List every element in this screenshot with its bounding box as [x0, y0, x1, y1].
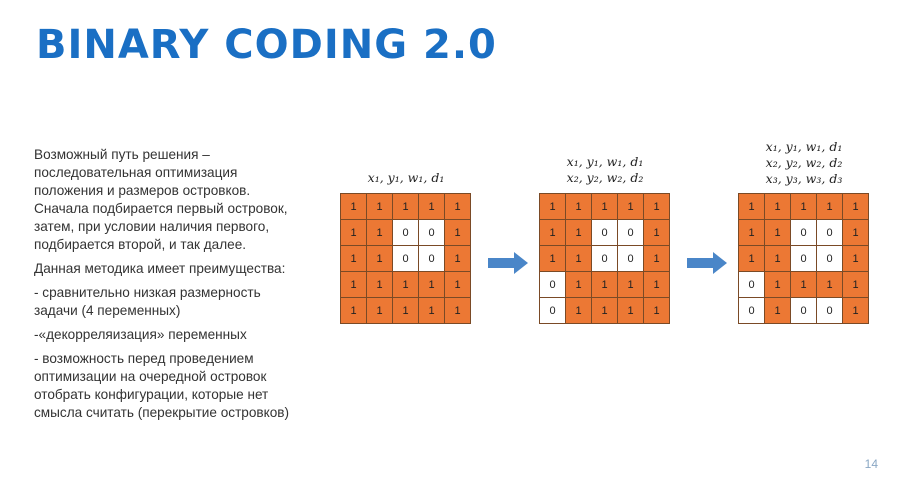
grid-cell: 1	[843, 246, 869, 272]
grid-cell: 0	[618, 246, 644, 272]
grid-cell: 0	[817, 220, 843, 246]
page-number: 14	[864, 457, 878, 471]
grid-cell: 1	[445, 272, 471, 298]
grid-cell: 0	[791, 246, 817, 272]
grid-cell: 1	[644, 272, 670, 298]
grid-cell: 1	[765, 246, 791, 272]
grid-cell: 1	[817, 194, 843, 220]
grid-cell: 0	[540, 298, 566, 324]
grid-cell: 1	[367, 298, 393, 324]
grid-3-label-3: x₃, y₃, w₃, d₃	[765, 171, 843, 186]
paragraph-advantages: Данная методика имеет преимущества:	[34, 261, 286, 276]
grid-cell: 1	[592, 298, 618, 324]
grid-cell: 1	[445, 220, 471, 246]
grid-cell: 1	[540, 246, 566, 272]
grid-3-labels: x₁, y₁, w₁, d₁ x₂, y₂, w₂, d₂ x₃, y₃, w₃…	[738, 139, 870, 187]
grid-cell: 1	[566, 246, 592, 272]
grid-cell: 0	[791, 298, 817, 324]
grid-cell: 1	[592, 272, 618, 298]
grid-2-labels: x₁, y₁, w₁, d₁ x₂, y₂, w₂, d₂	[539, 154, 671, 186]
grid-3-label-2: x₂, y₂, w₂, d₂	[765, 155, 843, 170]
grid-cell: 1	[393, 194, 419, 220]
grid-cell: 0	[817, 298, 843, 324]
grid-cell: 0	[618, 220, 644, 246]
grid-cell: 1	[791, 194, 817, 220]
grid-1-label-1: x₁, y₁, w₁, d₁	[367, 170, 445, 185]
grid-cell: 1	[445, 194, 471, 220]
grid-cell: 1	[843, 298, 869, 324]
arrow-right-icon	[687, 252, 727, 274]
paragraph-advantage-1: - сравнительно низкая размерность задачи…	[34, 285, 261, 318]
grid-cell: 1	[367, 272, 393, 298]
grid-cell: 0	[739, 272, 765, 298]
grid-cell: 1	[592, 194, 618, 220]
grid-cell: 1	[367, 220, 393, 246]
grid-cell: 0	[791, 220, 817, 246]
grid-cell: 1	[739, 220, 765, 246]
grid-cell: 1	[765, 194, 791, 220]
grid-cell: 1	[644, 220, 670, 246]
grid-cell: 0	[540, 272, 566, 298]
grid-cell: 1	[393, 272, 419, 298]
arrow-right-icon	[488, 252, 528, 274]
grid-cell: 1	[419, 298, 445, 324]
grid-cell: 1	[765, 298, 791, 324]
grid-2-label-1: x₁, y₁, w₁, d₁	[566, 154, 644, 169]
description-text: Возможный путь решения – последовательна…	[34, 146, 302, 428]
paragraph-intro: Возможный путь решения – последовательна…	[34, 147, 288, 252]
grid-cell: 1	[618, 194, 644, 220]
grid-cell: 0	[739, 298, 765, 324]
grid-cell: 1	[445, 246, 471, 272]
grid-cell: 1	[644, 246, 670, 272]
grid-cell: 1	[644, 194, 670, 220]
grid-3-label-1: x₁, y₁, w₁, d₁	[765, 139, 843, 154]
grid-cell: 1	[843, 220, 869, 246]
grid-cell: 1	[341, 220, 367, 246]
grid-cell: 1	[419, 272, 445, 298]
grid-cell: 1	[739, 194, 765, 220]
grid-cell: 1	[393, 298, 419, 324]
grid-cell: 1	[419, 194, 445, 220]
grid-cell: 0	[817, 246, 843, 272]
grid-cell: 1	[341, 246, 367, 272]
grid-cell: 1	[341, 298, 367, 324]
grid-cell: 1	[618, 298, 644, 324]
grid-cell: 1	[367, 246, 393, 272]
grid-cell: 1	[817, 272, 843, 298]
grid-cell: 1	[765, 272, 791, 298]
grid-cell: 0	[419, 246, 445, 272]
grid-cell: 1	[765, 220, 791, 246]
grid-cell: 1	[540, 220, 566, 246]
grid-cell: 1	[341, 194, 367, 220]
grid-cell: 0	[393, 246, 419, 272]
grid-cell: 1	[341, 272, 367, 298]
paragraph-advantage-2: -«декорреляизация» переменных	[34, 327, 247, 342]
grid-cell: 0	[592, 246, 618, 272]
grid-cell: 1	[843, 272, 869, 298]
grid-cell: 1	[566, 298, 592, 324]
grid-cell: 1	[644, 298, 670, 324]
grid-2-label-2: x₂, y₂, w₂, d₂	[566, 170, 644, 185]
grid-cell: 1	[367, 194, 393, 220]
grid-cell: 0	[592, 220, 618, 246]
grid-cell: 1	[566, 272, 592, 298]
grid-cell: 1	[739, 246, 765, 272]
grid-cell: 1	[566, 194, 592, 220]
grid-cell: 0	[419, 220, 445, 246]
grid-1-labels: x₁, y₁, w₁, d₁	[340, 170, 472, 186]
grid-cell: 1	[445, 298, 471, 324]
grid-cell: 1	[566, 220, 592, 246]
grid-cell: 1	[618, 272, 644, 298]
grid-cell: 1	[540, 194, 566, 220]
grid-cell: 0	[393, 220, 419, 246]
grid-cell: 1	[791, 272, 817, 298]
slide-title: BINARY CODING 2.0	[36, 22, 497, 68]
grid-cell: 1	[843, 194, 869, 220]
paragraph-advantage-3: - возможность перед проведением оптимиза…	[34, 351, 290, 420]
